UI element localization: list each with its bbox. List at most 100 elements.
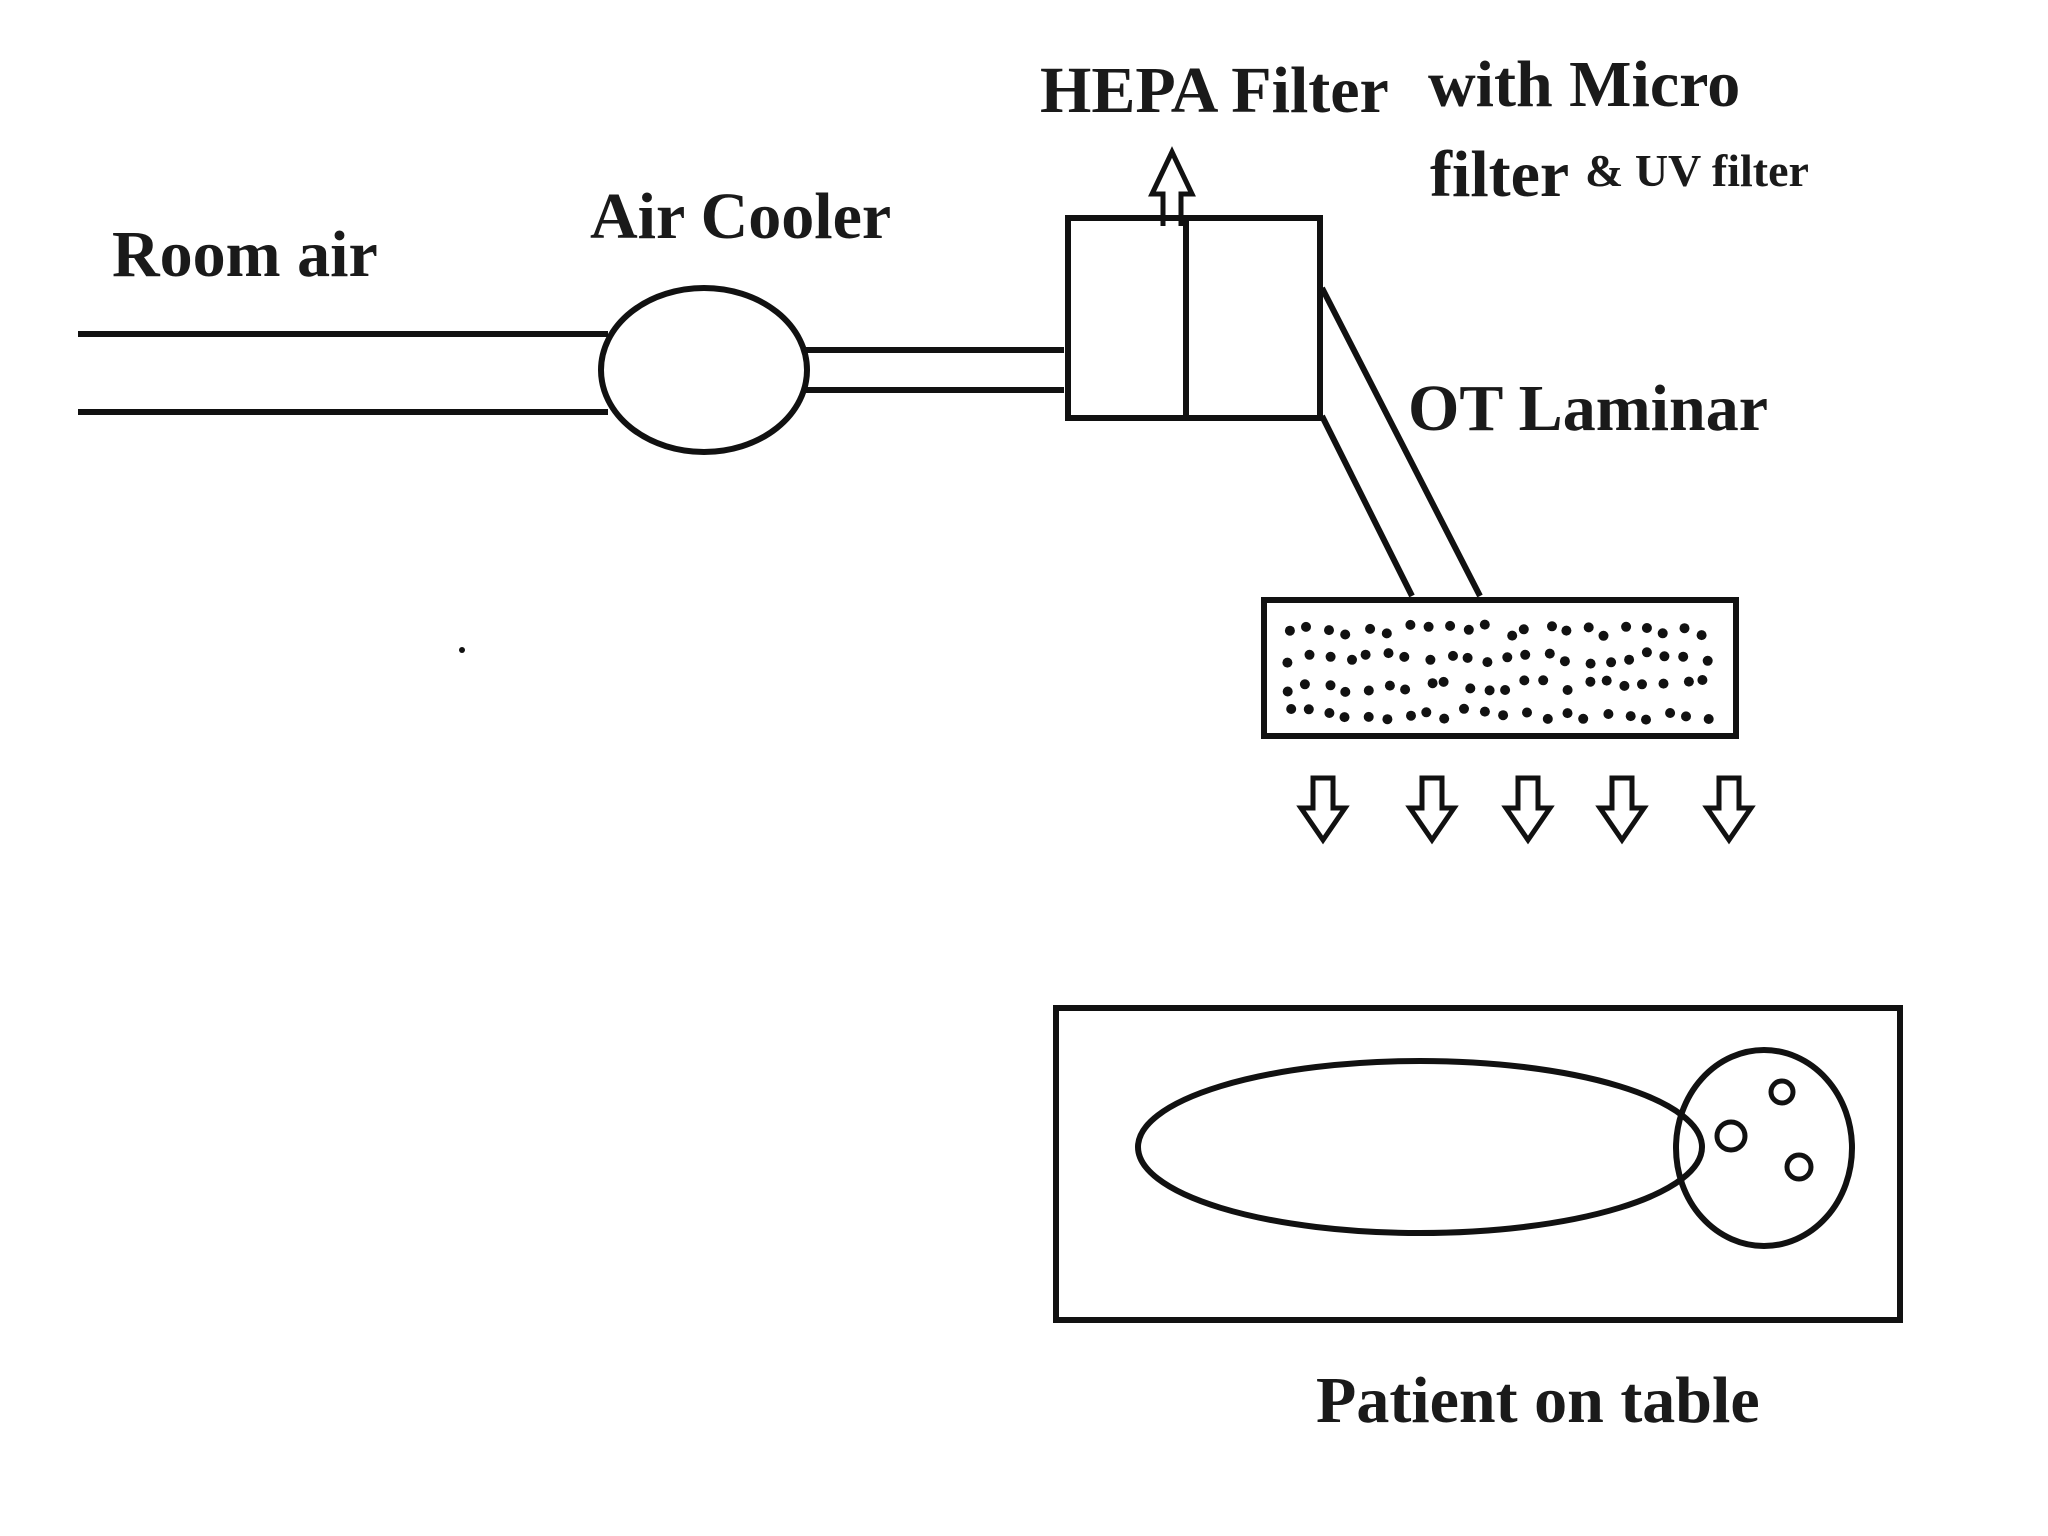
hollow-up-arrow-icon bbox=[1148, 146, 1196, 226]
diffuser-dot bbox=[1681, 711, 1691, 722]
diffuser-dot bbox=[1659, 651, 1670, 662]
air-cooler-label: Air Cooler bbox=[590, 180, 891, 253]
diffuser-dot bbox=[1679, 623, 1690, 634]
hollow-down-arrow-icon bbox=[1296, 775, 1350, 845]
diffuser-dot bbox=[1421, 707, 1432, 718]
diffuser-dot bbox=[1301, 621, 1311, 632]
stray-dot bbox=[459, 647, 465, 653]
hepa-with-micro-label: with Micro bbox=[1428, 48, 1740, 121]
diffuser-dot bbox=[1383, 648, 1394, 659]
down-arrows bbox=[1296, 775, 1756, 845]
diffuser-dot bbox=[1406, 710, 1416, 721]
diffuser-dot bbox=[1703, 714, 1714, 724]
diffuser-dot bbox=[1559, 656, 1570, 667]
ot-laminar-label: OT Laminar bbox=[1408, 372, 1768, 445]
diffuser-dot bbox=[1399, 651, 1410, 662]
air-cooler-unit bbox=[598, 285, 810, 455]
diffuser-dot bbox=[1502, 652, 1513, 663]
filter-label: filter bbox=[1430, 138, 1569, 211]
diffuser-dot bbox=[1637, 679, 1647, 690]
diffuser-dot bbox=[1507, 630, 1518, 641]
diffuser-dot bbox=[1657, 628, 1668, 639]
diffuser-dot bbox=[1606, 657, 1617, 668]
hepa-filter-box bbox=[1065, 215, 1323, 421]
diffuser-dot bbox=[1641, 623, 1652, 633]
diffuser-dot bbox=[1340, 686, 1351, 697]
diffuser-dot bbox=[1325, 651, 1336, 662]
diffuser-dot bbox=[1462, 652, 1473, 663]
diffuser-dot bbox=[1625, 711, 1636, 722]
patient-table bbox=[1053, 1005, 1903, 1323]
diffuser-dot bbox=[1299, 679, 1310, 690]
diffuser-dot bbox=[1479, 706, 1490, 717]
diffuser-dot bbox=[1439, 713, 1450, 724]
diffuser-dot bbox=[1347, 654, 1357, 665]
diffuser-dot bbox=[1286, 704, 1297, 714]
diffuser-dot bbox=[1339, 712, 1350, 723]
diffuser-dot bbox=[1519, 675, 1530, 686]
diffuser-dot bbox=[1382, 714, 1393, 725]
diffuser-dot bbox=[1585, 658, 1596, 669]
diffuser-dot bbox=[1665, 708, 1676, 718]
diffuser-dot bbox=[1445, 620, 1456, 631]
diffuser-dot bbox=[1562, 685, 1573, 695]
diffuser-dot bbox=[1583, 622, 1594, 633]
diffuser-dot bbox=[1482, 657, 1493, 668]
diffuser-dot bbox=[1696, 630, 1707, 641]
diffuser-dot bbox=[1463, 624, 1474, 635]
diffuser-dot bbox=[1479, 619, 1490, 630]
patient-body bbox=[1135, 1058, 1705, 1236]
diffuser-dot bbox=[1598, 630, 1609, 641]
diffuser-dot bbox=[1658, 678, 1669, 689]
diffuser-dot bbox=[1561, 625, 1572, 636]
diffuser-dot bbox=[1562, 708, 1573, 719]
diffuser-dot bbox=[1683, 676, 1694, 687]
diffuser-dot bbox=[1381, 628, 1392, 639]
diffuser-dot bbox=[1465, 683, 1476, 694]
patient-mouth-icon bbox=[1784, 1152, 1814, 1182]
patient-eye-icon bbox=[1768, 1078, 1796, 1106]
diffuser-dot bbox=[1522, 707, 1532, 718]
diffuser-dots bbox=[1282, 619, 1714, 725]
laminar-duct-inner bbox=[1319, 414, 1415, 598]
diffuser-dot bbox=[1325, 680, 1336, 691]
hollow-down-arrow-icon bbox=[1702, 775, 1756, 845]
hollow-down-arrow-icon bbox=[1501, 775, 1555, 845]
diffuser-dot bbox=[1547, 621, 1557, 632]
diffuser-dot bbox=[1538, 675, 1549, 686]
diffuser-dot bbox=[1303, 704, 1314, 715]
diffuser-dot bbox=[1619, 680, 1630, 691]
patient-on-table-label: Patient on table bbox=[1316, 1364, 1760, 1437]
hollow-down-arrow-icon bbox=[1405, 775, 1459, 845]
diffuser-dot bbox=[1459, 703, 1469, 714]
diffuser-dot bbox=[1340, 629, 1351, 640]
hollow-down-arrow-icon bbox=[1595, 775, 1649, 845]
diffuser-dot bbox=[1544, 648, 1555, 659]
diffuser-dot bbox=[1498, 710, 1509, 721]
diffuser-dot bbox=[1365, 623, 1376, 634]
diffuser-dot bbox=[1518, 624, 1529, 635]
diffuser-dot bbox=[1624, 654, 1635, 665]
diffuser-dot bbox=[1427, 678, 1438, 689]
diffuser-dot bbox=[1360, 649, 1371, 660]
room-air-label: Room air bbox=[112, 218, 378, 291]
diffuser-dot bbox=[1578, 713, 1589, 724]
diffuser-dot bbox=[1621, 621, 1632, 632]
diffuser-dot bbox=[1304, 649, 1315, 660]
diffuser-dot bbox=[1282, 657, 1293, 668]
diffuser-dot bbox=[1542, 713, 1553, 724]
diffuser-dot bbox=[1603, 709, 1614, 719]
diffuser-dot bbox=[1697, 675, 1708, 685]
diffuser-dot bbox=[1641, 714, 1651, 725]
diffuser-dot bbox=[1284, 625, 1295, 636]
diffuser-dot bbox=[1585, 676, 1596, 687]
laminar-duct-outer bbox=[1319, 286, 1483, 598]
diffuser-dot bbox=[1641, 647, 1652, 658]
laminar-diffuser bbox=[1261, 597, 1739, 739]
diffuser-dot bbox=[1324, 625, 1334, 636]
diffuser-dot bbox=[1425, 654, 1436, 665]
diffuser-dot bbox=[1438, 676, 1449, 687]
diffuser-dot bbox=[1500, 685, 1511, 695]
diffuser-dot bbox=[1702, 655, 1713, 666]
